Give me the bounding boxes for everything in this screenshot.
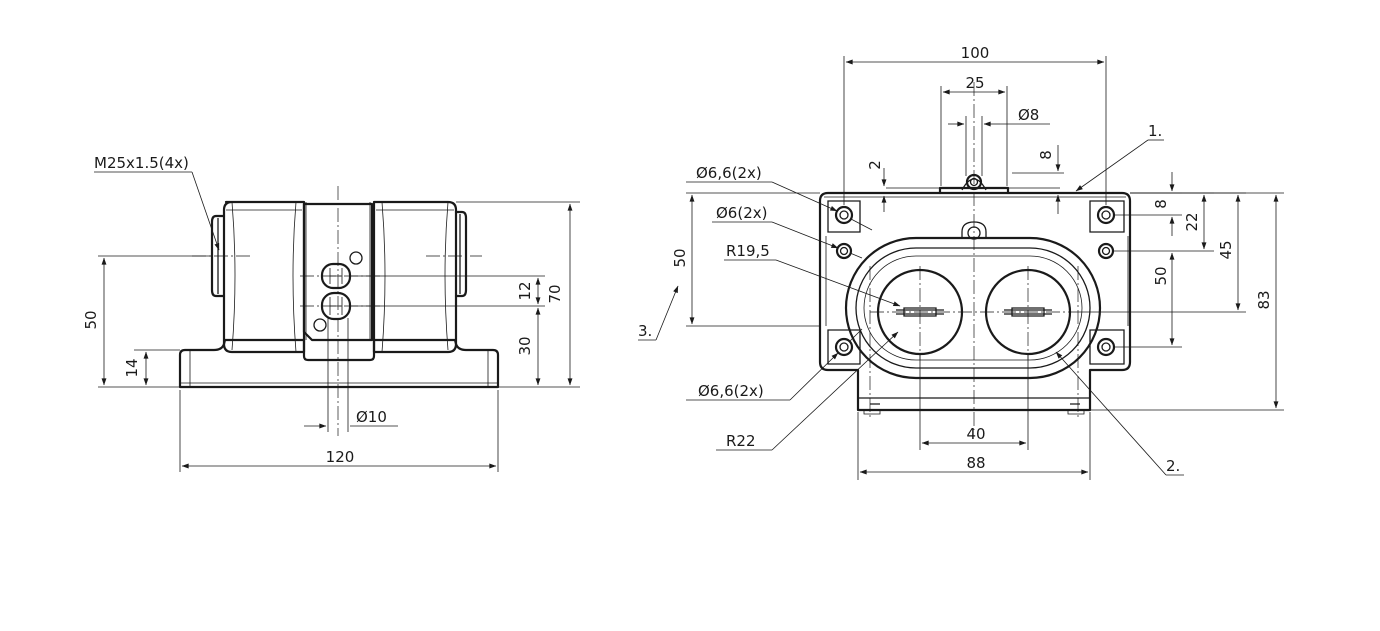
dim-port-spacing-12: 12 (516, 281, 534, 300)
item-label-1: 1. (1148, 122, 1162, 140)
screw-upper (349, 251, 363, 265)
dim-diameter-10: Ø10 (356, 408, 387, 426)
thread-boss-right (454, 210, 468, 298)
screw-lower (313, 318, 327, 332)
mount-hole-bottom-left (834, 337, 854, 357)
dim-thread-height-50: 50 (82, 310, 100, 329)
dim-hole-spacing-100: 100 (961, 44, 990, 62)
front-view: 100 25 Ø8 2 8 8 22 (638, 44, 1284, 480)
dim-8-side: 8 (1152, 199, 1170, 209)
cover-inner (855, 247, 1091, 369)
dim-50-left: 50 (671, 248, 689, 267)
item-label-2: 2. (1166, 457, 1180, 475)
dim-flange-14: 14 (123, 358, 141, 377)
dim-width-120: 120 (326, 448, 355, 466)
dim-port-height-30: 30 (516, 336, 534, 355)
callout-radius-19-5: R19,5 (726, 242, 770, 260)
housing-right (372, 200, 458, 354)
dim-45: 45 (1217, 240, 1235, 259)
mount-hole-mid-left (835, 242, 853, 260)
base-flange (178, 338, 500, 389)
mount-hole-top-right (1096, 205, 1116, 225)
dim-83: 83 (1255, 290, 1273, 309)
dim-40: 40 (966, 425, 985, 443)
dim-88: 88 (966, 454, 985, 472)
housing-left (222, 200, 306, 354)
housing-outline (818, 191, 1132, 412)
thread-callout: M25x1.5(4x) (94, 154, 189, 172)
side-view: 70 12 30 50 14 Ø10 120 M25x1.5(4x) (82, 154, 580, 472)
callout-hole-bottom: Ø6,6(2x) (698, 382, 764, 400)
callout-hole-mid: Ø6(2x) (716, 204, 767, 222)
dim-height-70: 70 (546, 284, 564, 303)
dim-diameter-8: Ø8 (1018, 106, 1039, 124)
dim-actuator-25: 25 (965, 74, 984, 92)
cover-outer (844, 236, 1102, 380)
mount-hole-top-left (834, 205, 854, 225)
dim-8-top: 8 (1037, 150, 1055, 160)
callout-radius-22: R22 (726, 432, 756, 450)
central-block (302, 202, 374, 342)
mount-hole-bottom-right (1096, 337, 1116, 357)
dim-50-right: 50 (1152, 266, 1170, 285)
dim-22: 22 (1183, 212, 1201, 231)
callout-hole-top: Ø6,6(2x) (696, 164, 762, 182)
dim-2: 2 (866, 160, 884, 170)
mount-hole-mid-right (1097, 242, 1115, 260)
item-label-3: 3. (638, 322, 652, 340)
